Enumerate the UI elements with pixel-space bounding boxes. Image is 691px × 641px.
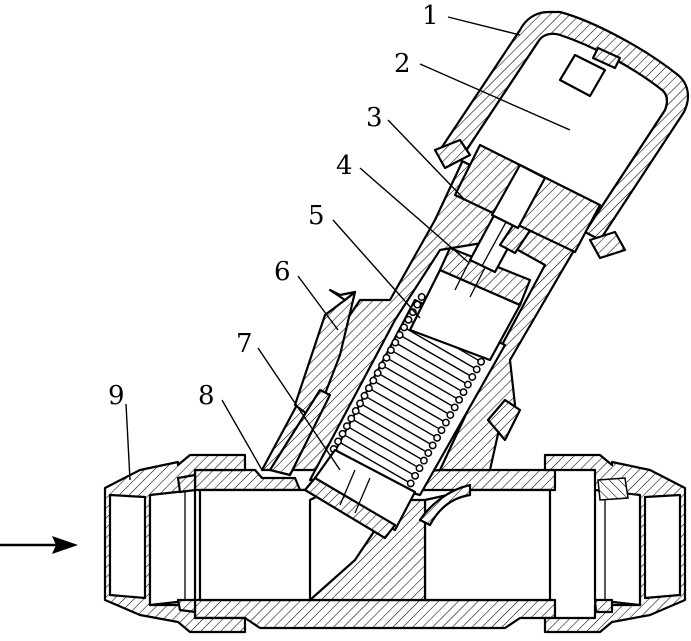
callout-label-8: 8 (198, 381, 215, 411)
spring-coil-turn (372, 379, 447, 424)
callout-label-7: 7 (236, 329, 253, 359)
callout-label-4: 4 (336, 151, 353, 181)
spring-wire-section (419, 456, 428, 465)
spring-coil-turn (364, 395, 438, 439)
callout-label-2: 2 (394, 49, 411, 79)
leader-line-1 (447, 16, 521, 36)
spring-coil-turn (394, 341, 469, 386)
spring-wire-section (342, 422, 351, 431)
leader-lines (125, 16, 571, 481)
spring-coil-turn (386, 357, 460, 401)
spring-coil-turn (399, 334, 473, 378)
spring-wire-section (477, 357, 486, 366)
spring-coil-turn (377, 372, 451, 416)
spring-wire-section (455, 395, 464, 404)
spring-wire-section (334, 437, 343, 446)
spring-coil-turn (359, 402, 434, 447)
spring-wire-section (400, 323, 409, 332)
spring-wire-section (417, 293, 426, 301)
leader-line-4 (359, 167, 469, 263)
spring-wire-section (463, 380, 472, 389)
leader-line-3 (387, 119, 466, 201)
leader-line-6 (297, 275, 339, 331)
spring-wire-section (356, 399, 365, 408)
valve-body (193, 468, 557, 630)
spring-wire-section (472, 365, 481, 374)
spring-wire-section (351, 407, 360, 415)
handle-cap (433, 10, 690, 260)
spring-coil-turn (350, 417, 425, 462)
spring-wire-section (338, 429, 347, 438)
spring-wire-section (347, 414, 356, 423)
spring-wire-section (360, 391, 369, 400)
spring-wire-section (391, 338, 400, 347)
spring-coil-turn (403, 326, 478, 371)
spring-coil-turn (355, 410, 429, 454)
valve-disc (303, 448, 417, 540)
spring-wire-section (406, 479, 415, 488)
leader-line-8 (221, 399, 263, 471)
callout-labels: 1 2 3 4 5 6 7 8 9 (108, 1, 439, 411)
callout-label-6: 6 (274, 257, 291, 287)
spring-coil-turn (342, 433, 416, 477)
right-end-fitting (543, 453, 687, 634)
spring-coil-turn (337, 440, 412, 485)
leader-line-5 (332, 219, 421, 319)
callout-label-9: 9 (108, 381, 125, 411)
spring-wire-section (450, 403, 459, 412)
spring-wire-section (441, 418, 450, 427)
leader-line-2 (419, 63, 571, 131)
spring-wire-section (428, 441, 437, 450)
spring-wire-section (433, 433, 442, 442)
spring-wire-section (404, 315, 413, 324)
spring-wire-section (373, 369, 382, 377)
spring-wire-section (386, 346, 395, 355)
spring-coil-turn (381, 364, 456, 409)
spring-wire-section (424, 449, 433, 457)
spring-wire-section (369, 376, 378, 385)
flow-direction-arrow (0, 536, 78, 554)
spring-wire-section (395, 331, 404, 339)
callout-label-5: 5 (308, 201, 325, 231)
spring-wire-section (364, 384, 373, 393)
spring-wire-section (413, 300, 422, 309)
spring-coil-turn (346, 425, 420, 469)
spring-wire-section (382, 353, 391, 362)
callout-label-1: 1 (422, 1, 439, 31)
left-end-fitting (103, 453, 247, 634)
spring-wire-section (437, 426, 446, 435)
spring-wire-section (446, 411, 455, 419)
spring-wire-section (378, 361, 387, 370)
spring-wire-section (415, 464, 424, 473)
upper-plunger (408, 239, 532, 362)
spring-coil-turn (368, 387, 442, 431)
spring-coil-turn (390, 349, 464, 393)
spring-wire-section (459, 388, 468, 397)
spring-wire-section (411, 471, 420, 480)
leader-line-7 (257, 347, 341, 471)
callout-label-3: 3 (366, 103, 383, 133)
spring-wire-section (468, 373, 477, 381)
leader-line-9 (125, 403, 131, 481)
